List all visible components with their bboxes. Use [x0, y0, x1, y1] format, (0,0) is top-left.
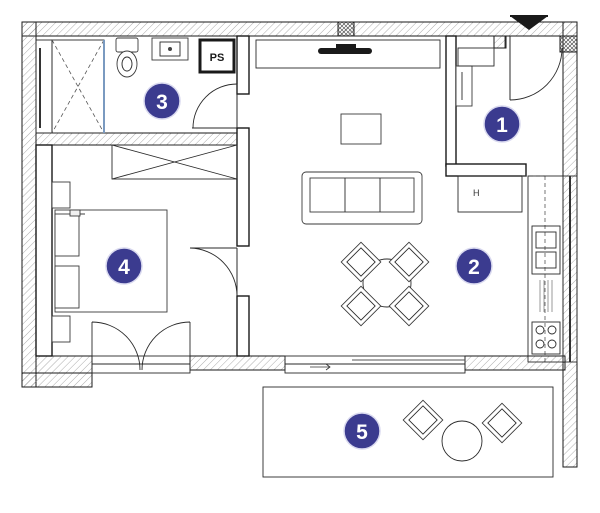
drainboard-icon: [539, 280, 553, 312]
svg-text:4: 4: [118, 256, 130, 279]
dining-table-icon: [340, 241, 430, 327]
sink-icon: [151, 37, 189, 61]
ps-label: PS: [210, 52, 225, 64]
kitchen: H: [457, 175, 578, 363]
entrance-arrow-icon: [510, 16, 548, 30]
sofa-icon: [301, 171, 423, 225]
room-marker-4: 4: [105, 247, 143, 285]
bathroom: PS: [35, 37, 238, 134]
interior-walls: [35, 35, 527, 357]
room-marker-5: 5: [343, 412, 381, 450]
balcony: [262, 386, 554, 478]
svg-text:3: 3: [156, 91, 168, 114]
room-marker-2: 2: [455, 247, 493, 285]
stove-icon: [531, 321, 561, 355]
entrance-hall: [455, 36, 563, 107]
toilet-icon: [115, 37, 139, 78]
living-room: [255, 39, 466, 374]
room-marker-1: 1: [483, 105, 521, 143]
svg-text:2: 2: [468, 256, 480, 279]
h-label: H: [473, 188, 480, 198]
svg-text:1: 1: [496, 114, 508, 137]
bedroom: [51, 144, 238, 374]
svg-text:5: 5: [356, 421, 368, 444]
room-marker-3: 3: [143, 82, 181, 120]
